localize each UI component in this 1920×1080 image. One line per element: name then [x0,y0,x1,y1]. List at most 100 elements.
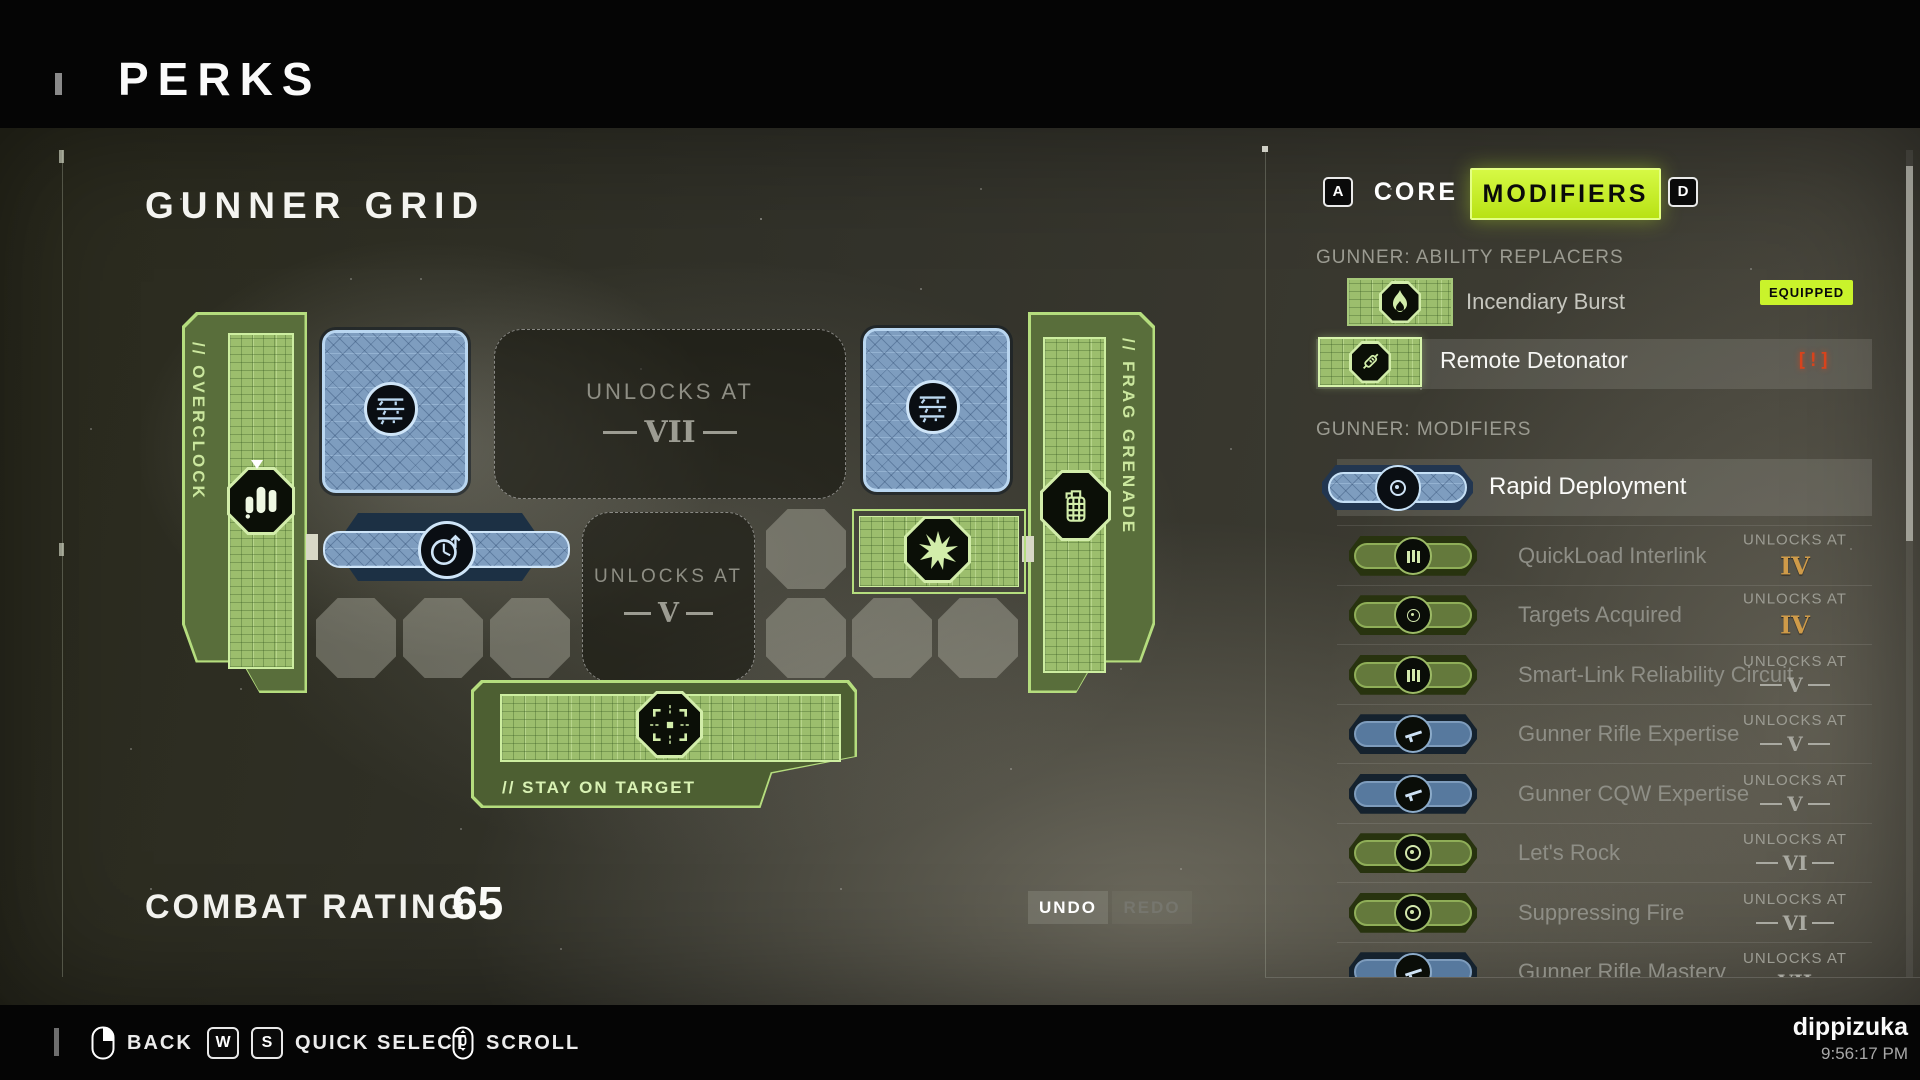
locked-grid-section-vii[interactable]: UNLOCKS AT VII [494,329,846,499]
unlocks-at-label: UNLOCKS AT [594,565,743,587]
frag-grenade-slot[interactable] [1040,470,1111,541]
panel-divider [1265,150,1266,977]
footer-bar: BACK W S QUICK SELECT SCROLL dippizuka 9… [0,1005,1920,1080]
grenade-icon [1065,489,1085,522]
username: dippizuka [1792,1013,1908,1041]
scroll-control[interactable]: SCROLL [452,1023,580,1063]
background-stars [0,128,2,130]
perk-slot-weapons-2[interactable] [863,328,1010,492]
key-s: S [251,1027,283,1059]
undo-button[interactable]: UNDO [1028,891,1108,924]
rifles-icon [364,382,418,436]
drum-icon [1405,845,1421,862]
frag-grenade-label: // FRAG GRENADE [1119,338,1138,536]
rifles-icon [906,380,960,434]
scroll-label: SCROLL [486,1031,581,1054]
ability-replacers-heading: GUNNER: ABILITY REPLACERS [1316,247,1624,268]
back-control[interactable]: BACK [91,1023,193,1063]
modifier-name: Smart-Link Reliability Circuit [1518,661,1794,687]
header-bar: PERKS [0,0,1920,128]
main-area: GUNNER GRID // OVERCLOCK [0,128,1920,1005]
empty-perk-cell[interactable] [766,509,846,589]
unlocks-at-label: UNLOCKS AT [1743,771,1847,789]
mouse-scroll-icon [452,1026,474,1060]
redo-button[interactable]: REDO [1112,891,1192,924]
modifier-pill [1349,892,1477,933]
unlock-level-numeral: V [624,598,713,629]
reload-timer-icon [418,521,476,579]
unlocks-at-label: UNLOCKS AT [1743,590,1847,608]
mouse-right-click-icon [91,1026,115,1060]
tab-modifiers[interactable]: MODIFIERS [1470,168,1661,220]
modifier-pill [1349,654,1477,695]
detonator-icon [1362,353,1379,370]
tab-core[interactable]: CORE [1373,178,1459,206]
ability-item-name: Incendiary Burst [1466,289,1625,314]
modifier-name: QuickLoad Interlink [1518,542,1707,568]
key-w: W [207,1027,239,1059]
left-frame-line [62,150,63,977]
unlock-level: IV [1780,610,1810,640]
unlock-level: VI [1756,911,1835,935]
stay-on-target-label: // STAY ON TARGET [502,778,696,797]
locked-grid-section-v[interactable]: UNLOCKS AT V [582,512,755,682]
unlocks-at-label: UNLOCKS AT [1743,652,1847,670]
unlocks-at-label: UNLOCKS AT [1743,890,1847,908]
modifier-rapid-deployment[interactable] [1322,464,1473,511]
empty-perk-cell[interactable] [766,598,846,678]
modifier-name: Suppressing Fire [1518,899,1685,925]
empty-perk-cell[interactable] [852,598,932,678]
modifier-row[interactable]: Smart-Link Reliability Circuit UNLOCKS A… [1337,644,1872,705]
quick-select-label: QUICK SELECT [295,1031,468,1054]
explosion-slot-icon [904,516,971,583]
frame-tick [59,150,64,163]
unlock-level: V [1760,792,1830,816]
ability-item-name: Remote Detonator [1440,347,1628,373]
modifier-name: Gunner Rifle Mastery [1518,959,1726,977]
bullets-icon [1411,668,1415,681]
slot-marker [251,460,263,469]
scrollbar-track[interactable] [1906,150,1913,977]
empty-perk-cell[interactable] [938,598,1018,678]
perk-slot-weapons-1[interactable] [322,330,468,493]
modifier-pill [1349,595,1477,636]
drum-icon [1405,904,1421,921]
quick-select-control[interactable]: W S QUICK SELECT [207,1023,468,1063]
unlocks-at-label: UNLOCKS AT [586,378,754,404]
grid-title: GUNNER GRID [145,185,486,226]
empty-perk-cell[interactable] [403,598,483,678]
keybind-d: D [1668,177,1698,207]
scrollbar-thumb[interactable] [1906,166,1913,541]
warning-icon: [!] [1796,349,1831,371]
unlocks-at-label: UNLOCKS AT [1743,531,1847,549]
empty-perk-cell[interactable] [316,598,396,678]
ability-item-remote-detonator[interactable] [1318,337,1422,387]
connector-tab [306,534,318,560]
target-icon [1406,608,1420,622]
page-title: PERKS [118,53,322,105]
modifier-pill [1349,833,1477,874]
modifier-pill [1349,952,1477,977]
header-tick [55,73,62,95]
ability-item-incendiary-burst[interactable] [1347,278,1453,326]
unlock-level-numeral: VII [603,415,736,450]
modifier-row[interactable]: Suppressing Fire UNLOCKS AT VI [1337,882,1872,943]
rifle-icon [1404,968,1422,977]
unlocks-at-label: UNLOCKS AT [1743,950,1847,968]
back-label: BACK [127,1031,193,1054]
deploy-icon [1374,464,1421,511]
modifiers-heading: GUNNER: MODIFIERS [1316,419,1532,440]
overclock-ammo-slot[interactable] [227,467,295,535]
empty-perk-cell[interactable] [490,598,570,678]
stay-on-target-slot[interactable] [636,691,703,758]
explosion-icon [918,530,958,570]
ammo-icon [245,486,277,519]
list-bottom-edge [1265,977,1920,978]
